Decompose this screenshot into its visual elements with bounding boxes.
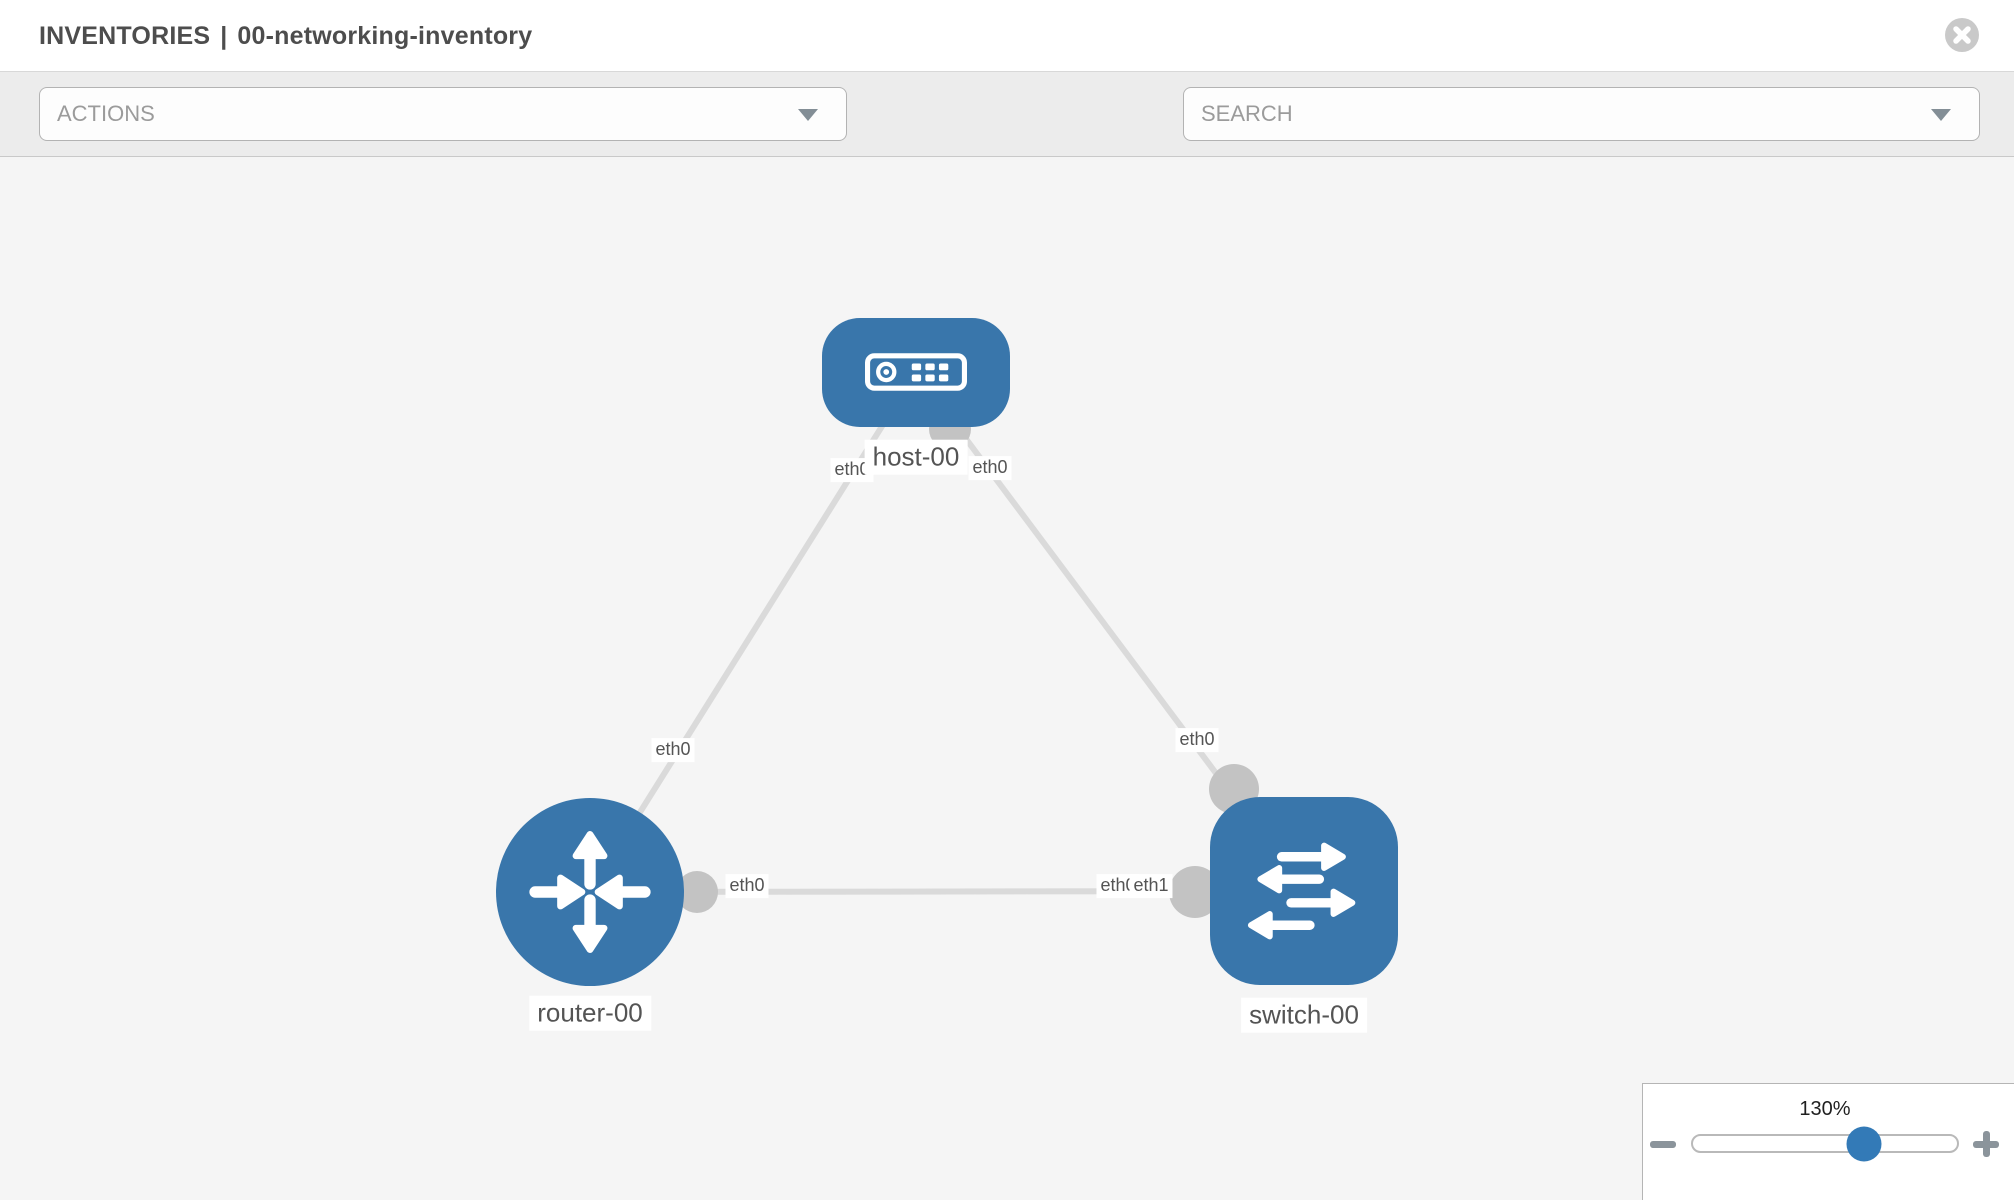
chevron-down-icon [798, 109, 818, 121]
node-host-00[interactable] [822, 318, 1010, 427]
port-connector [1169, 866, 1221, 918]
chevron-down-icon [1931, 109, 1951, 121]
search-dropdown[interactable]: SEARCH [1183, 87, 1980, 141]
zoom-slider-track[interactable] [1691, 1126, 1959, 1161]
close-button[interactable] [1945, 18, 1979, 52]
header: INVENTORIES | 00-networking-inventory [0, 0, 2014, 72]
topology-svg [496, 318, 1398, 986]
toolbar: ACTIONS SEARCH [0, 72, 2014, 205]
zoom-slider-knob[interactable] [1846, 1126, 1882, 1161]
zoom-out-button[interactable] [1649, 1130, 1677, 1158]
zoom-level-label: 130% [1799, 1098, 1851, 1120]
search-dropdown-label: SEARCH [1201, 101, 1293, 126]
title-inventory-name: 00-networking-inventory [237, 21, 533, 50]
title-separator: | [220, 21, 228, 50]
node-router-00[interactable] [496, 798, 684, 986]
actions-dropdown-label: ACTIONS [57, 101, 155, 126]
zoom-in-button[interactable] [1972, 1130, 2000, 1158]
close-icon [1953, 26, 1971, 44]
title-section: INVENTORIES [39, 21, 211, 50]
minus-icon [1650, 1141, 1676, 1148]
zoom-panel: 130% [1642, 1083, 2014, 1200]
page-title: INVENTORIES | 00-networking-inventory [39, 0, 532, 72]
port-connector [676, 871, 718, 913]
plus-icon [1983, 1131, 1990, 1157]
actions-dropdown[interactable]: ACTIONS [39, 87, 847, 141]
node-switch-00[interactable] [1210, 797, 1398, 985]
